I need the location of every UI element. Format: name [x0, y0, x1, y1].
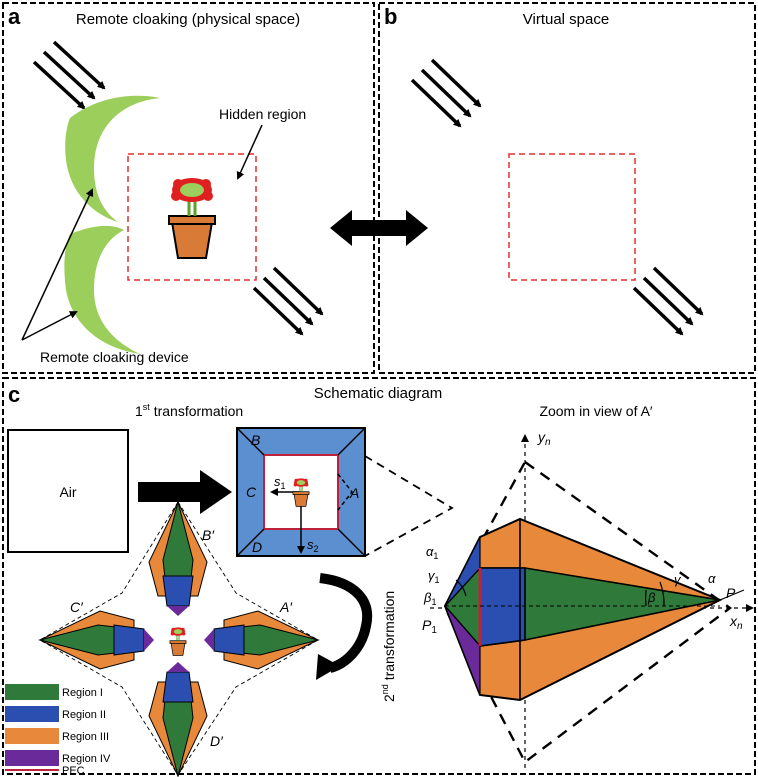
star-label-A: A′: [279, 599, 293, 615]
cloak-square: [236, 427, 366, 557]
angle-gamma: γ: [674, 572, 682, 587]
point-P: P: [726, 585, 736, 601]
panel-a-border: [2, 2, 375, 374]
outgoing-rays-a: [252, 266, 324, 336]
incoming-rays-a: [32, 40, 106, 110]
axis-label-xn: xn: [729, 613, 743, 632]
star-outline: [39, 501, 319, 776]
star-lobe-left: [38, 610, 154, 670]
legend-region-3: Region III: [62, 731, 109, 743]
zoom-connector: [364, 455, 454, 557]
star-label-C: C′: [70, 599, 84, 615]
star-lobe-top: [148, 500, 208, 616]
outgoing-rays-b: [632, 266, 704, 336]
air-label: Air: [59, 484, 76, 500]
panel-c-title: Schematic diagram: [314, 385, 442, 402]
cloaking-device-upper: [65, 95, 160, 222]
legend: Region I Region II Region III Region IV …: [5, 684, 111, 777]
panel-c-border: [2, 377, 756, 775]
angle-beta: β: [647, 590, 656, 605]
zoom-cloak: [443, 517, 745, 702]
angle-gamma1: γ1: [428, 568, 440, 585]
second-transform-arrowhead: [316, 654, 340, 680]
cloaking-device-lower: [64, 225, 140, 354]
legend-region-4: Region IV: [62, 753, 111, 765]
angle-alpha1: α1: [426, 544, 438, 561]
double-arrow: [330, 210, 428, 246]
air-square: [7, 429, 129, 553]
hidden-region-pointer: [236, 124, 263, 180]
flower-pot-star: [169, 626, 187, 656]
first-transform-label: 1st transformation: [135, 402, 243, 419]
star-lobe-bottom: [148, 662, 208, 777]
point-P1: P1: [422, 617, 437, 636]
panel-b-letter: b: [384, 4, 397, 29]
panel-a-title: Remote cloaking (physical space): [76, 11, 300, 28]
panel-b-border: [378, 2, 756, 374]
flower-pot-square: [292, 477, 310, 507]
device-pointers: [21, 188, 94, 341]
flower-pot-a: [167, 176, 217, 260]
star-label-B: B′: [202, 527, 215, 543]
zoom-title: Zoom in view of A′: [539, 403, 652, 419]
angle-beta1: β1: [423, 590, 436, 607]
hidden-region-a: [127, 153, 257, 281]
second-transform-label: 2nd transformation: [380, 591, 397, 702]
square-label-A: A: [349, 485, 359, 501]
first-transform-arrow: [138, 470, 232, 514]
device-label: Remote cloaking device: [40, 349, 189, 365]
angle-alpha: α: [708, 571, 716, 586]
virtual-region-b: [508, 153, 636, 281]
legend-region-2: Region II: [62, 709, 106, 721]
panel-c-letter: c: [8, 382, 20, 407]
legend-pec: PEC: [62, 765, 85, 777]
square-label-C: C: [246, 484, 257, 500]
second-transform-curve: [319, 573, 373, 673]
square-label-D: D: [252, 539, 262, 555]
axis-label-yn: yn: [537, 429, 551, 448]
square-label-s2: s2: [307, 537, 319, 554]
legend-region-1: Region I: [62, 687, 103, 699]
hidden-region-label: Hidden region: [219, 106, 306, 122]
star-label-D: D′: [210, 733, 224, 749]
panel-b-title: Virtual space: [523, 11, 609, 28]
incoming-rays-b: [410, 58, 482, 128]
panel-a-letter: a: [8, 4, 21, 29]
square-label-s1: s1: [274, 474, 286, 491]
star-lobe-right: [204, 610, 320, 670]
square-label-B: B: [251, 432, 260, 448]
